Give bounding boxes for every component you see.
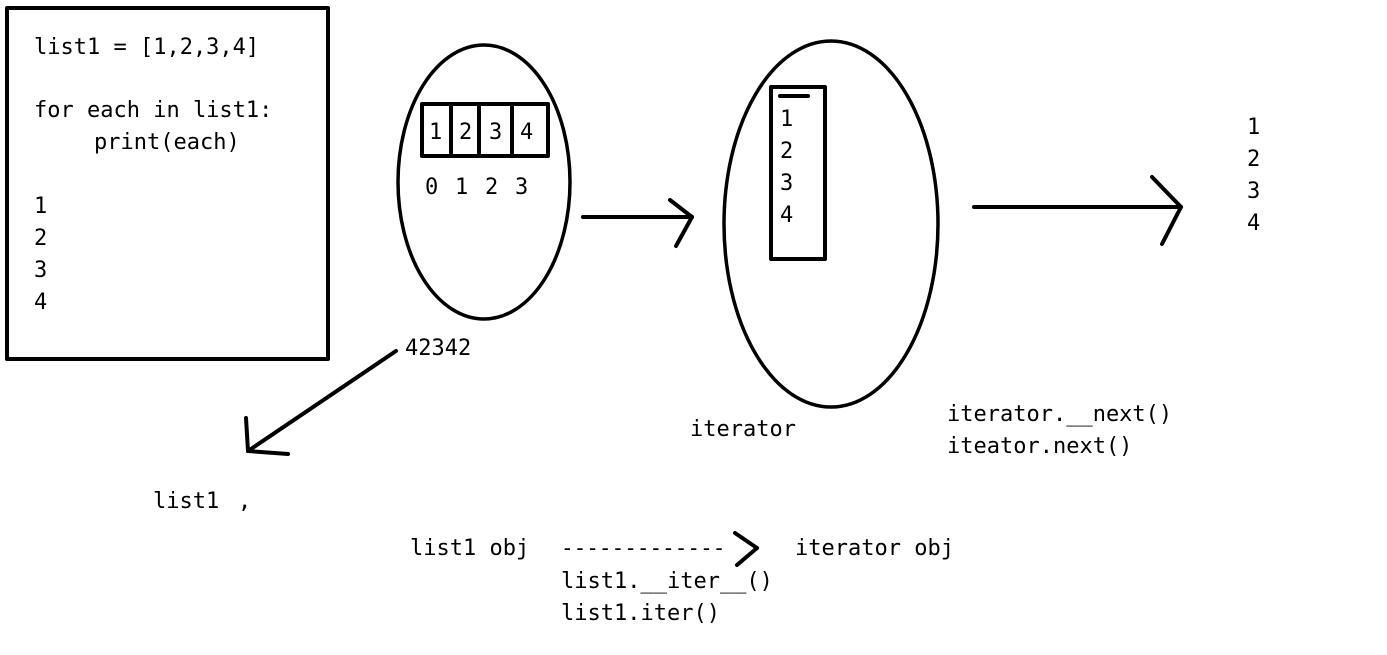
conversion-dashes: ------------- (561, 536, 725, 560)
list-cell-value: 2 (459, 120, 472, 145)
iter-builtin-call: list1.iter() (561, 601, 720, 626)
code-output-line: 3 (34, 258, 47, 283)
code-assignment: list1 = [1,2,3,4] (34, 35, 259, 60)
list-index: 1 (455, 175, 468, 200)
iterator-object-ellipse (722, 39, 940, 409)
iterator-label: iterator (690, 417, 796, 442)
next-builtin-call: iteator.next() (947, 434, 1132, 459)
output-value: 2 (1247, 147, 1260, 172)
iterator-to-output-arrow (972, 175, 1183, 246)
list-cell-value: 3 (489, 120, 502, 145)
code-loop-header: for each in list1: (34, 98, 272, 123)
iterator-item: 2 (780, 139, 793, 164)
iterator-item: 4 (780, 203, 793, 228)
conversion-from: list1 obj (410, 536, 529, 561)
iterator-item: 3 (780, 171, 793, 196)
iterator-items-frame (769, 85, 827, 261)
output-value: 3 (1247, 179, 1260, 204)
output-value: 1 (1247, 115, 1260, 140)
variable-name: list1 (153, 489, 219, 514)
list-index: 2 (485, 175, 498, 200)
list-cells-frame (420, 102, 550, 158)
list-index: 0 (425, 175, 438, 200)
code-output-line: 4 (34, 290, 47, 315)
code-box-frame (5, 6, 330, 361)
output-value: 4 (1247, 211, 1260, 236)
variable-comma: , (238, 489, 251, 514)
iterator-item: 1 (780, 107, 793, 132)
next-dunder-call: iterator.__next() (947, 402, 1172, 427)
iterator-object: 1 2 3 4 (722, 39, 940, 409)
code-output-line: 2 (34, 226, 47, 251)
code-box: list1 = [1,2,3,4] for each in list1: pri… (5, 6, 330, 361)
list-index: 3 (515, 175, 528, 200)
code-loop-body: print(each) (94, 130, 240, 155)
iter-dunder-call: list1.__iter__() (561, 569, 773, 594)
code-output-line: 1 (34, 194, 47, 219)
list-object-ellipse (396, 43, 572, 321)
memory-address: 42342 (405, 336, 471, 361)
list-cell-value: 4 (520, 120, 533, 145)
list-to-iterator-arrow (581, 198, 694, 248)
list-object: 1 2 3 4 0 1 2 3 (396, 43, 572, 321)
list-cell-value: 1 (429, 120, 442, 145)
conversion-arrowhead (733, 531, 759, 567)
conversion-to: iterator obj (795, 536, 954, 561)
reference-arrow (244, 349, 398, 456)
